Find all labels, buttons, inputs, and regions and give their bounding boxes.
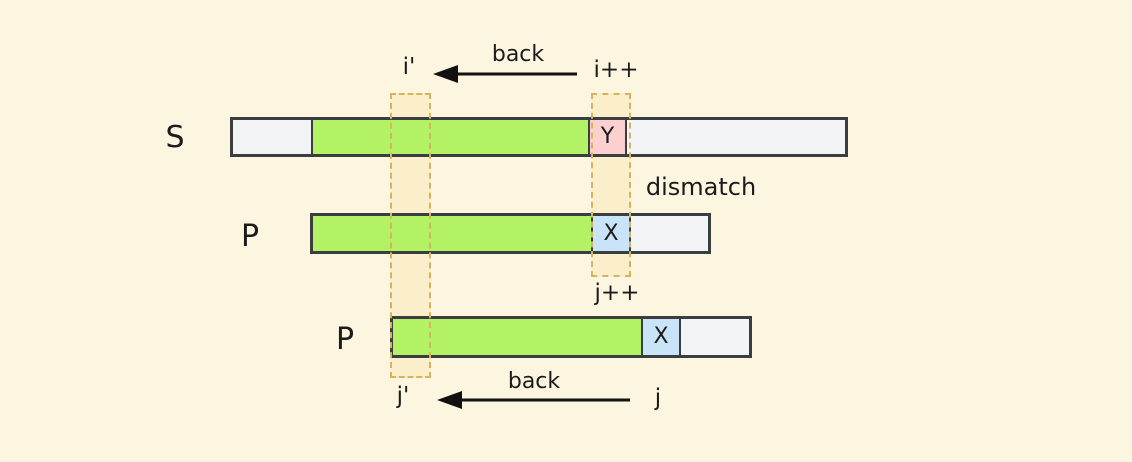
p-bottom-row-label: P [335,322,355,357]
s-segment-mismatch-cell: Y [588,120,625,154]
p-mid-segment-mismatch-cell: X [591,216,629,251]
j-prime-label: j' [396,383,410,409]
p-bottom-segment-matched [393,319,641,355]
j-increment-label: j++ [594,280,640,306]
pattern-p-bar-before-shift: X [310,213,711,254]
p-mid-mismatch-char: X [603,220,619,246]
p-bottom-segment-mismatch-cell: X [641,319,679,355]
s-segment-matched [311,120,588,154]
p-bottom-mismatch-char: X [653,324,669,349]
i-increment-label: i++ [593,57,639,83]
back-label-bottom: back [507,369,561,394]
p-mid-segment-rest [629,216,708,251]
i-prime-label: i' [402,54,416,80]
back-arrow-top [433,65,577,83]
s-segment-prefix [233,120,311,154]
s-mismatch-char: Y [600,124,615,149]
s-row-label: S [165,120,185,155]
s-segment-rest [625,120,845,154]
j-label: j [654,385,662,411]
p-bottom-segment-rest [679,319,749,355]
back-label-top: back [491,42,545,67]
p-mid-segment-matched [313,216,591,251]
highlight-column-right [591,93,631,277]
string-s-bar: Y [230,117,848,157]
pattern-p-bar-after-shift: X [390,316,752,358]
highlight-column-left [390,93,431,378]
dismatch-label: dismatch [645,173,757,201]
p-mid-row-label: P [240,219,260,254]
